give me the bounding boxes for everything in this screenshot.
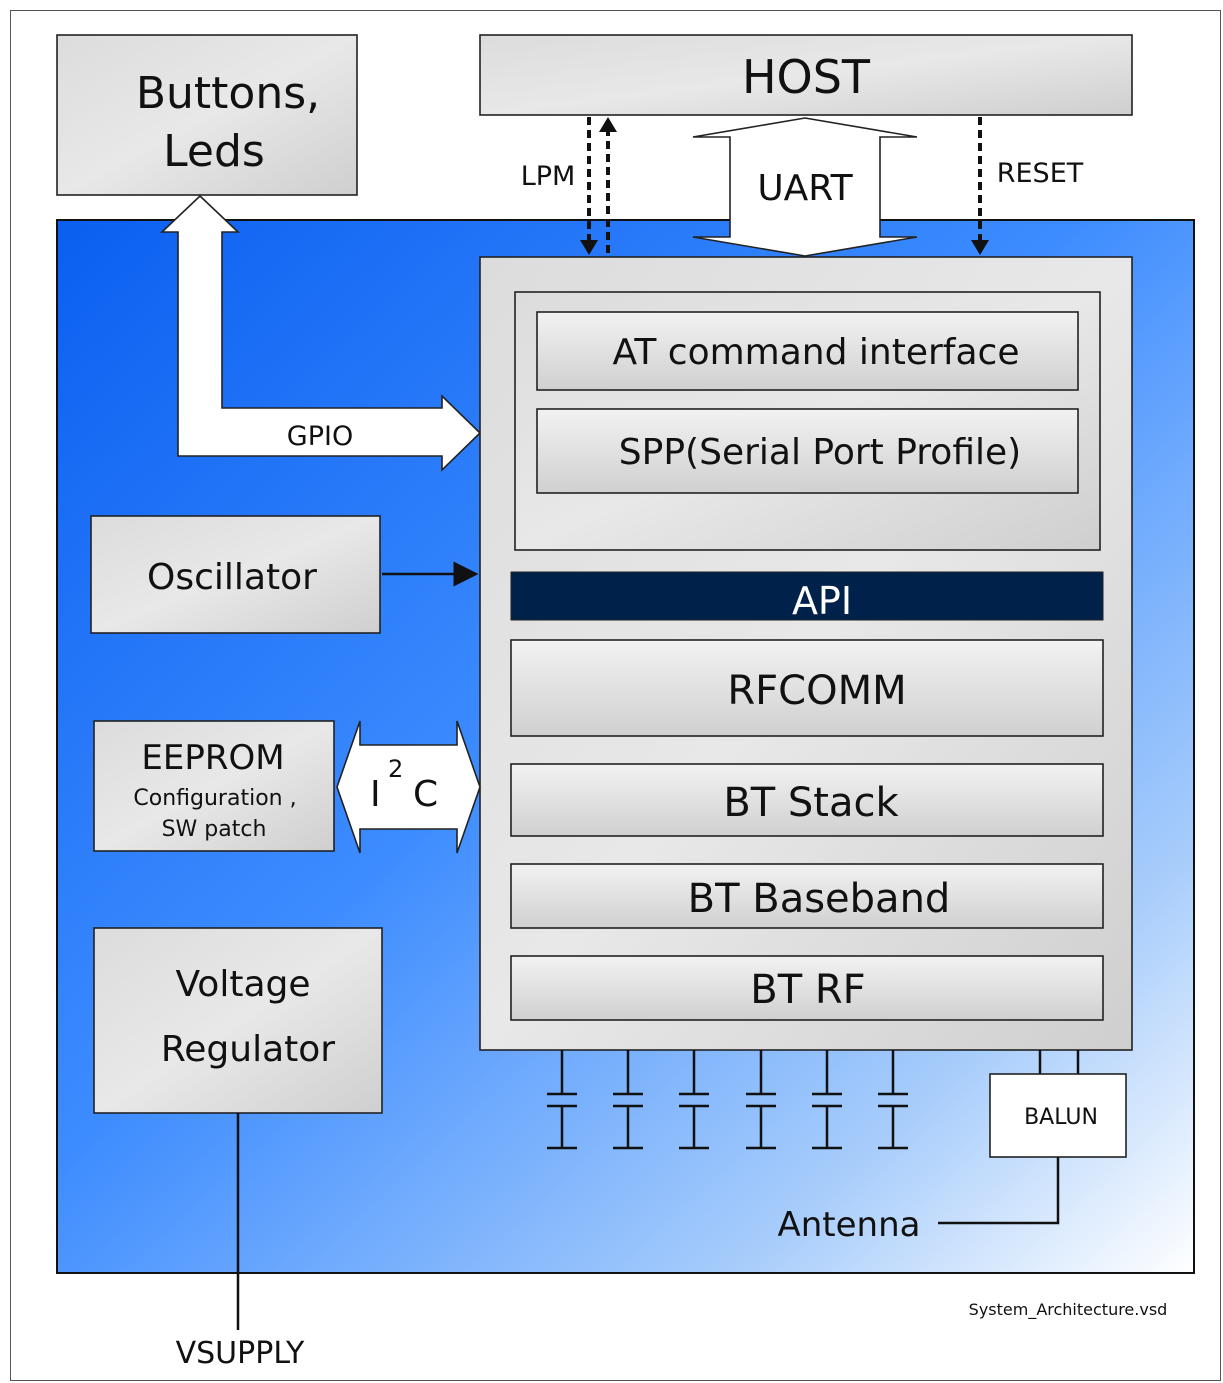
buttons-leds-block: Buttons, Leds (56, 34, 358, 196)
vsupply-label: VSUPPLY (176, 1336, 305, 1371)
gpio-label: GPIO (287, 421, 353, 452)
file-name: System_Architecture.vsd (969, 1300, 1168, 1320)
capacitor-icon (746, 1050, 776, 1150)
voltage-regulator-line1: Voltage (175, 964, 310, 1005)
at-command-label: AT command interface (613, 332, 1020, 373)
bt-rf-layer: BT RF (510, 955, 1104, 1021)
balun-label: BALUN (1024, 1105, 1098, 1130)
bt-stack-label: BT Stack (723, 780, 899, 826)
capacitor-icon (613, 1050, 643, 1150)
lpm-signals: LPM (521, 117, 617, 256)
i2c-base: I (370, 774, 381, 815)
uart-arrow: UART (692, 117, 918, 257)
host-label: HOST (742, 50, 871, 104)
capacitor-icon (878, 1050, 908, 1150)
spp-label: SPP(Serial Port Profile) (619, 432, 1021, 473)
at-command-layer: AT command interface (536, 311, 1079, 391)
eeprom-line1: Configuration , (133, 786, 296, 811)
bt-stack-layer: BT Stack (510, 763, 1104, 837)
decoupling-capacitors (547, 1050, 908, 1150)
buttons-leds-line2: Leds (163, 126, 265, 177)
host-block: HOST (479, 34, 1133, 116)
uart-label: UART (757, 168, 853, 209)
capacitor-icon (547, 1050, 577, 1150)
api-layer: API (510, 571, 1104, 623)
reset-signal: RESET (971, 117, 1084, 255)
lpm-label: LPM (521, 161, 576, 192)
bt-rf-label: BT RF (750, 967, 865, 1013)
bt-baseband-layer: BT Baseband (510, 863, 1104, 929)
voltage-regulator-line2: Regulator (161, 1029, 335, 1070)
eeprom-title: EEPROM (141, 738, 284, 778)
oscillator-block: Oscillator (90, 515, 479, 634)
i2c-arrow: I 2 C (336, 720, 481, 854)
i2c-sup: 2 (388, 755, 403, 783)
capacitor-icon (812, 1050, 842, 1150)
voltage-regulator-block: Voltage Regulator (93, 927, 383, 1330)
eeprom-block: EEPROM Configuration , SW patch (93, 720, 335, 852)
i2c-tail: C (413, 774, 438, 815)
antenna-label: Antenna (778, 1205, 921, 1245)
rfcomm-layer: RFCOMM (510, 639, 1104, 737)
rfcomm-label: RFCOMM (727, 668, 906, 714)
eeprom-line2: SW patch (162, 817, 267, 842)
balun-block: BALUN (938, 1050, 1127, 1225)
spp-layer: SPP(Serial Port Profile) (536, 408, 1079, 494)
api-label: API (792, 579, 852, 623)
buttons-leds-line1: Buttons, (136, 68, 320, 119)
antenna-line (938, 1157, 1060, 1225)
page-border (10, 10, 1221, 1381)
capacitor-icon (679, 1050, 709, 1150)
reset-label: RESET (997, 158, 1084, 189)
bt-baseband-label: BT Baseband (688, 876, 951, 922)
oscillator-label: Oscillator (147, 557, 317, 598)
